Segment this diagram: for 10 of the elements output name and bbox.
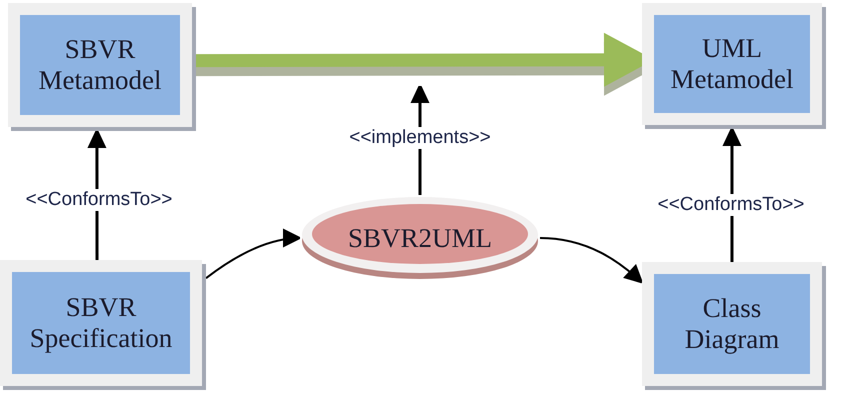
model-box [642,262,826,390]
model-box [0,260,206,390]
model-label: SBVR Metamodel [38,34,162,96]
transformation-label: SBVR2UML [346,222,494,254]
model-label: UML Metamodel [670,33,794,95]
model-box [642,3,826,129]
transformation-ellipse [300,195,540,281]
model-box [8,3,196,131]
model-label: SBVR Specification [28,292,174,354]
model-label: Class Diagram [684,293,780,355]
